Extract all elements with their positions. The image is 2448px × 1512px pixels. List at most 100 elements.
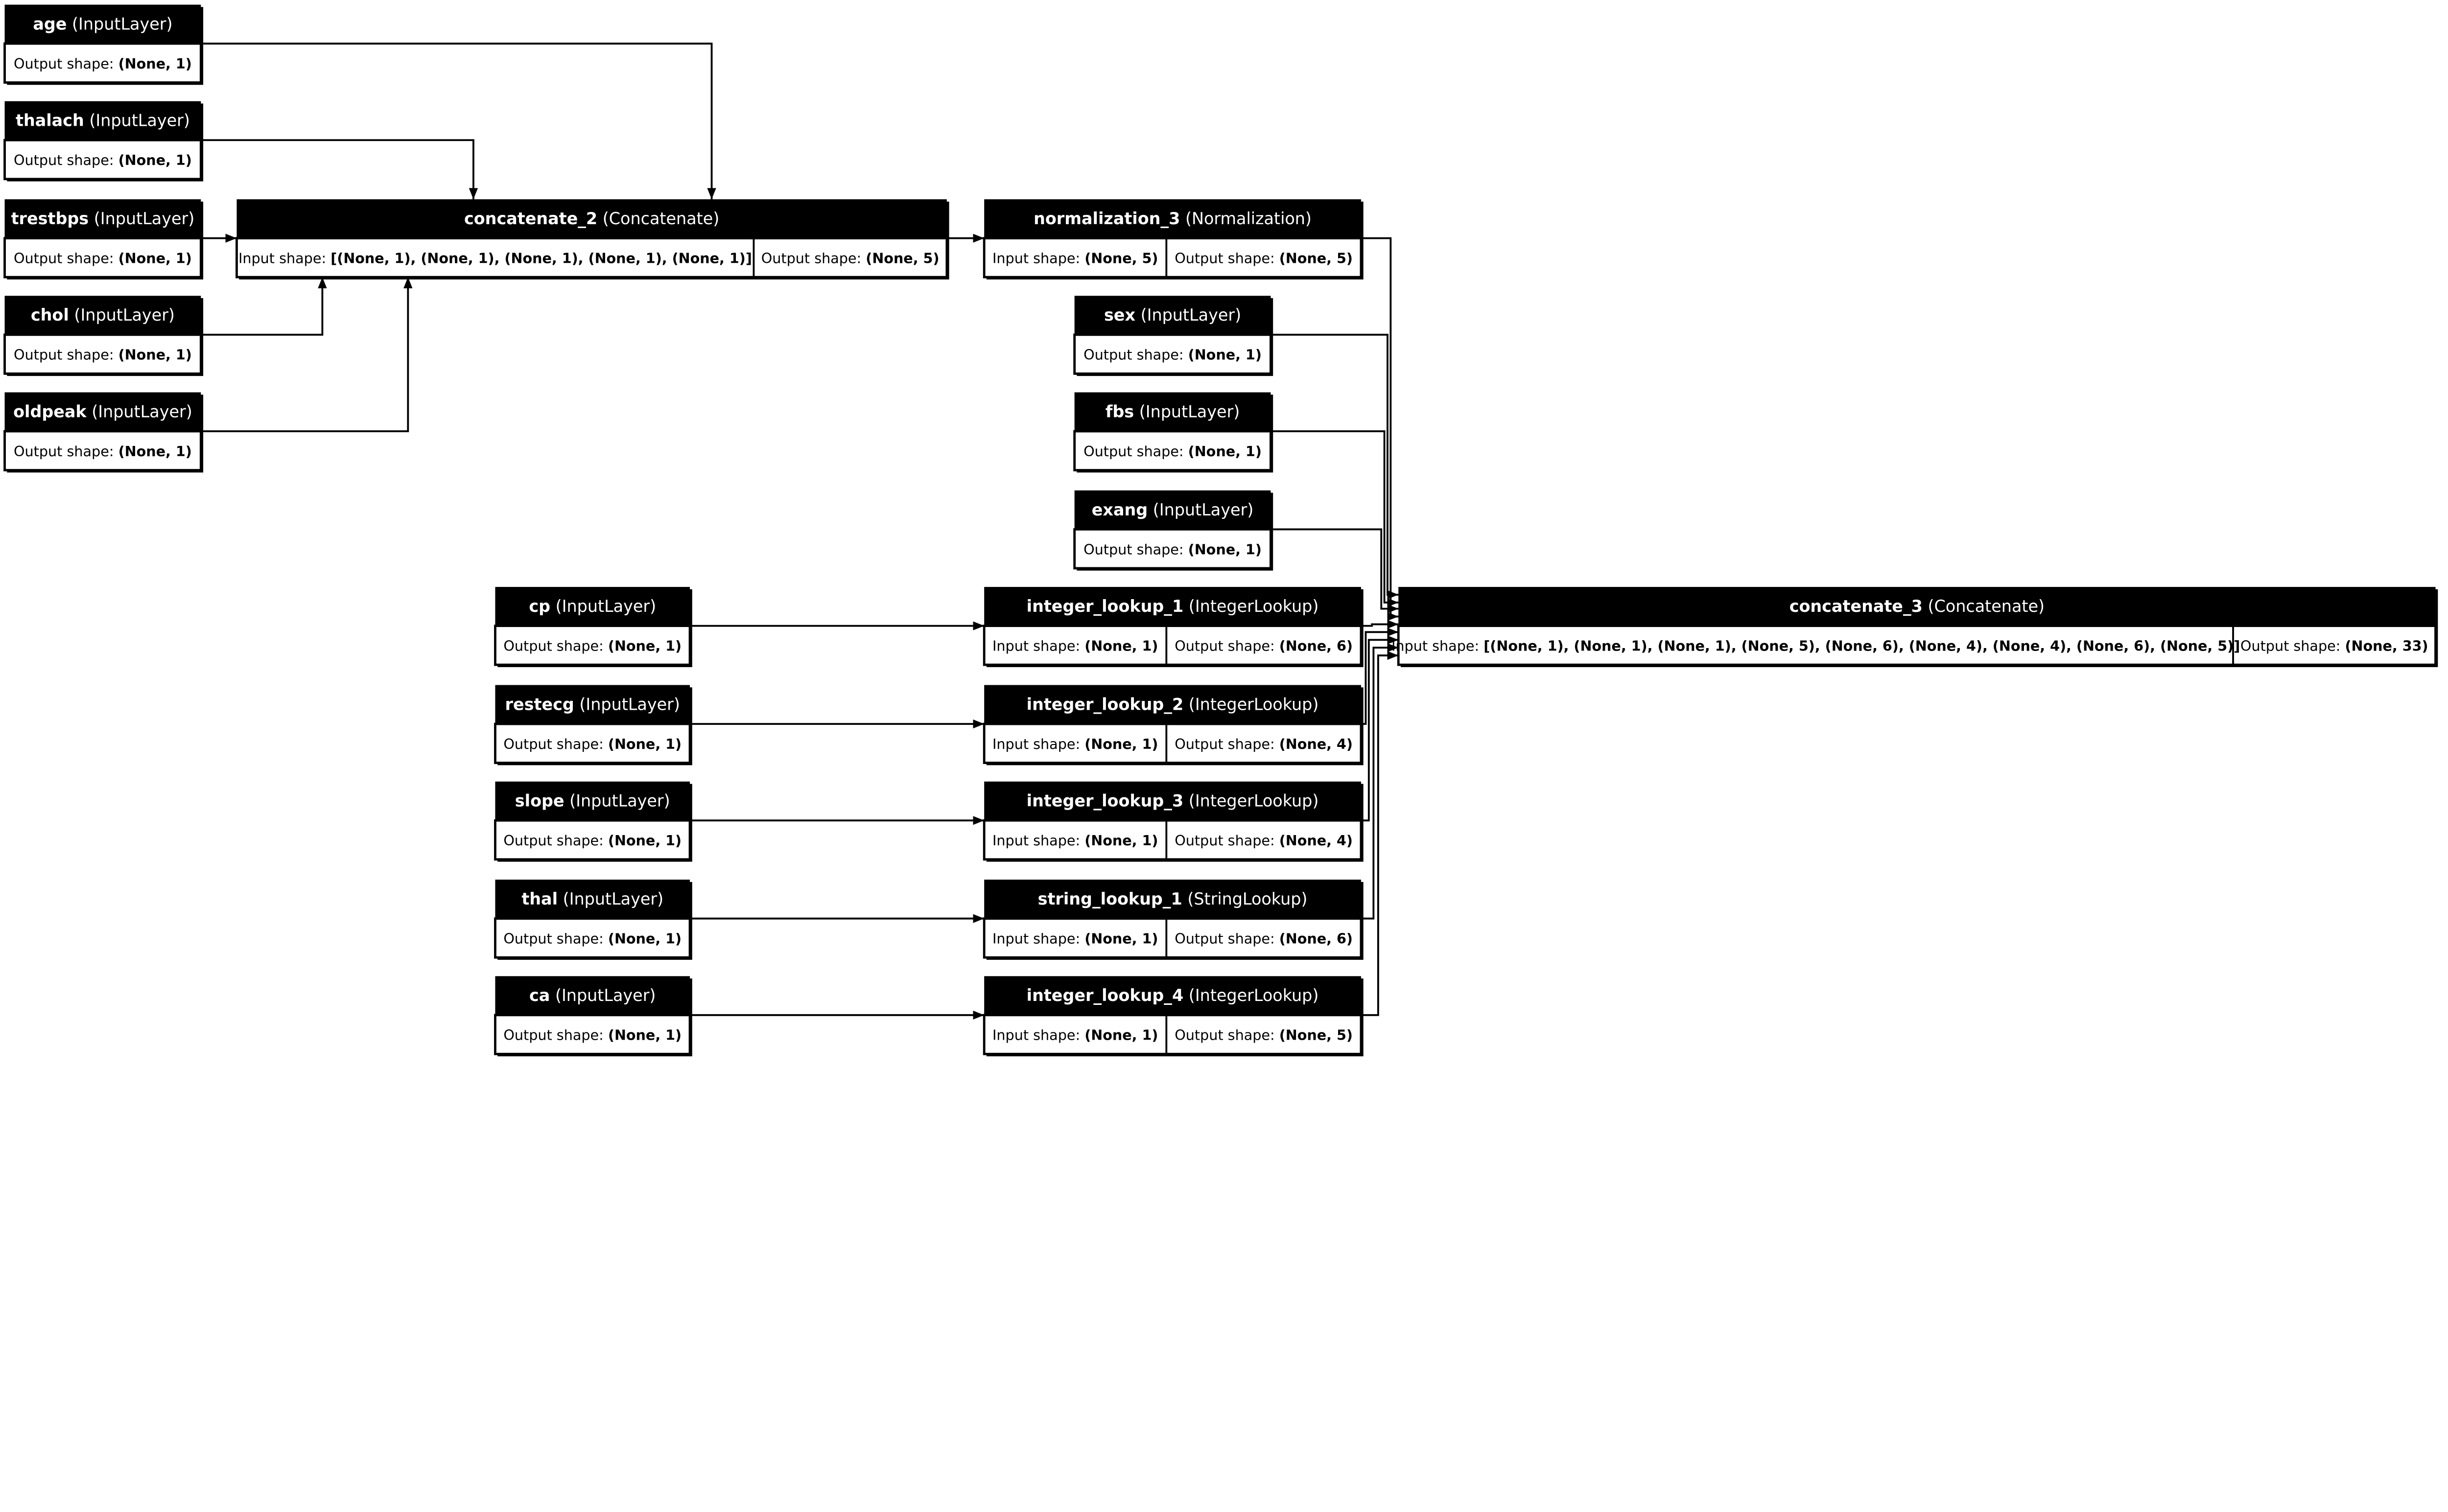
- layer-space: [597, 209, 603, 228]
- layer-type: (InputLayer): [556, 597, 657, 616]
- layer-node-integer-lookup-2: integer_lookup_2 (IntegerLookup)Input sh…: [983, 685, 1364, 766]
- layer-node-string-lookup-1: string_lookup_1 (StringLookup)Input shap…: [983, 880, 1364, 960]
- layer-node-fbs: fbs (InputLayer)Output shape: (None, 1): [1073, 392, 1273, 473]
- layer-space: [1183, 791, 1189, 811]
- node-title: ca (InputLayer): [529, 986, 656, 1005]
- layer-type: (IntegerLookup): [1189, 791, 1319, 811]
- output-shape-label: Output shape:: [1083, 443, 1188, 460]
- input-shape: Input shape: [(None, 1), (None, 1), (Non…: [238, 250, 752, 267]
- input-shape-value: (None, 1): [1084, 832, 1158, 849]
- layer-node-concatenate-3: concatenate_3 (Concatenate)Input shape: …: [1391, 587, 2438, 667]
- input-shape-label: Input shape:: [992, 832, 1084, 849]
- edge-thalach-to-concatenate-2: [201, 139, 478, 200]
- input-shape-value: (None, 1): [1084, 736, 1158, 752]
- node-header: [984, 199, 1361, 238]
- node-body: [494, 917, 691, 959]
- output-shape-label: Output shape:: [1083, 541, 1188, 558]
- output-shape-value: (None, 1): [118, 250, 192, 267]
- layer-type: (InputLayer): [555, 986, 656, 1005]
- node-title: thal (InputLayer): [521, 889, 663, 908]
- node-header: [1074, 296, 1271, 335]
- node-header: [4, 101, 201, 140]
- layer-name: normalization_3: [1034, 209, 1180, 228]
- input-shape-label: Input shape:: [1391, 638, 1483, 654]
- node-header: [495, 976, 690, 1015]
- output-shape-label: Output shape:: [14, 443, 118, 460]
- node-header: [984, 781, 1361, 821]
- output-shape: Output shape: (None, 33): [2240, 638, 2428, 654]
- output-shape-value: (None, 5): [1279, 250, 1353, 267]
- node-body: [3, 237, 202, 279]
- layer-type: (StringLookup): [1187, 889, 1307, 908]
- input-shape: Input shape: (None, 1): [992, 736, 1158, 752]
- output-shape: Output shape: (None, 6): [1175, 638, 1353, 654]
- node-body: [3, 430, 202, 471]
- layer-type: (InputLayer): [563, 889, 664, 908]
- model-graph: age (InputLayer) Output shape: (None, 1) t…: [3, 4, 2438, 1057]
- layer-name: sex: [1104, 305, 1136, 325]
- input-shape-value: (None, 5): [1084, 250, 1158, 267]
- node-body: [494, 625, 691, 666]
- layer-name: thal: [521, 889, 558, 908]
- input-shape-label: Input shape:: [992, 250, 1084, 267]
- layer-type: (InputLayer): [579, 695, 680, 714]
- layer-node-exang: exang (InputLayer)Output shape: (None, 1…: [1073, 490, 1273, 571]
- input-shape-label: Input shape:: [992, 736, 1084, 752]
- layer-node-ca: ca (InputLayer) Output shape: (None, 1): [494, 976, 692, 1057]
- node-title: oldpeak (InputLayer): [13, 402, 192, 421]
- layer-name: age: [33, 14, 67, 33]
- node-title: trestbps (InputLayer): [11, 209, 195, 228]
- layer-name: cp: [529, 597, 550, 616]
- layer-name: fbs: [1106, 402, 1134, 421]
- output-shape-label: Output shape:: [14, 55, 118, 72]
- input-shape-value: [(None, 1), (None, 1), (None, 1), (None,…: [330, 250, 752, 267]
- layer-type: (InputLayer): [89, 111, 190, 130]
- edge-string-lookup-1-to-concatenate-3: [1361, 643, 1399, 920]
- output-shape: Output shape: (None, 1): [14, 250, 192, 267]
- output-shape-label: Output shape:: [1175, 930, 1279, 947]
- node-header: [1074, 490, 1271, 530]
- output-shape-value: (None, 1): [118, 443, 192, 460]
- output-shape-label: Output shape:: [503, 1027, 608, 1044]
- edge-chol-to-concatenate-2: [201, 277, 327, 336]
- output-shape: Output shape: (None, 1): [14, 443, 192, 460]
- layer-space: [84, 111, 90, 130]
- layer-node-slope: slope (InputLayer) Output shape: (None, 1…: [494, 781, 692, 862]
- output-shape: Output shape: (None, 1): [503, 832, 682, 849]
- input-shape: Input shape: [(None, 1), (None, 1), (Non…: [1391, 638, 2240, 654]
- node-body: [1073, 333, 1272, 375]
- layer-space: [1135, 305, 1141, 325]
- layer-node-oldpeak: oldpeak (InputLayer) Output shape: (None,…: [3, 392, 204, 473]
- layer-name: integer_lookup_4: [1027, 986, 1184, 1005]
- edge-fbs-to-concatenate-3: [1271, 430, 1399, 607]
- node-header: [495, 685, 690, 724]
- input-shape: Input shape: (None, 1): [992, 832, 1158, 849]
- edge-normalization-3-to-concatenate-3: [1361, 237, 1399, 621]
- output-shape-value: (None, 5): [866, 250, 939, 267]
- output-shape-label: Output shape:: [14, 152, 118, 168]
- node-title: normalization_3 (Normalization): [1034, 209, 1312, 228]
- layer-space: [1923, 597, 1928, 616]
- layer-type: (InputLayer): [94, 209, 195, 228]
- node-title: integer_lookup_1 (IntegerLookup): [1027, 597, 1319, 616]
- node-title: restecg (InputLayer): [505, 695, 680, 714]
- input-shape: Input shape: (None, 5): [992, 250, 1158, 267]
- output-shape-label: Output shape:: [14, 250, 118, 267]
- output-shape-value: (None, 1): [118, 55, 192, 72]
- layer-node-sex: sex (InputLayer)Output shape: (None, 1): [1073, 296, 1273, 376]
- node-title: slope (InputLayer): [515, 791, 670, 811]
- node-body: [983, 722, 1363, 764]
- edge-integer-lookup-1-to-concatenate-3: [1361, 620, 1399, 629]
- layer-node-restecg: restecg (InputLayer)Output shape: (None,…: [494, 685, 692, 766]
- layer-space: [574, 695, 580, 714]
- layer-type: (InputLayer): [72, 14, 173, 33]
- layer-space: [558, 889, 563, 908]
- node-header: [495, 781, 690, 821]
- input-shape-label: Input shape:: [992, 1027, 1084, 1044]
- layer-type: (InputLayer): [1139, 402, 1240, 421]
- node-title: age (InputLayer): [33, 14, 172, 33]
- node-body: [235, 237, 948, 279]
- output-shape-value: (None, 1): [608, 1027, 682, 1044]
- node-title: string_lookup_1 (StringLookup): [1038, 889, 1308, 908]
- layer-type: (Concatenate): [1928, 597, 2045, 616]
